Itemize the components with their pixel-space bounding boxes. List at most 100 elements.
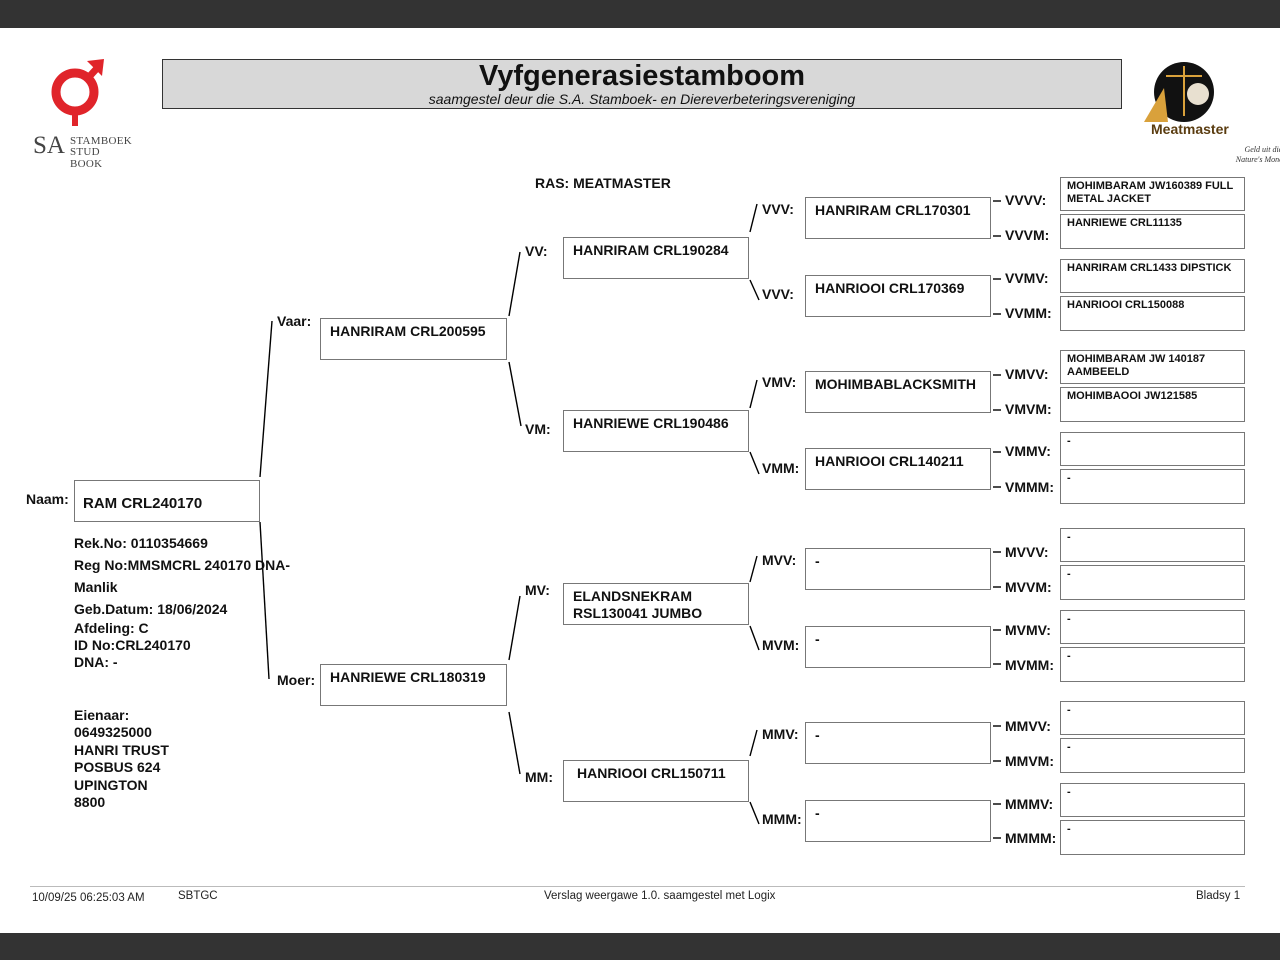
bottom-bar bbox=[0, 933, 1280, 960]
gen4-box: - bbox=[805, 626, 991, 668]
gen5-name: HANRIOOI CRL150088 bbox=[1067, 299, 1185, 311]
gen5-name: - bbox=[1067, 613, 1071, 625]
gen5-name: - bbox=[1067, 568, 1071, 580]
page-subtitle: saamgestel deur die S.A. Stamboek- en Di… bbox=[428, 91, 856, 107]
sire-box: HANRIRAM CRL200595 bbox=[320, 318, 507, 360]
dam-label: Moer: bbox=[277, 672, 316, 688]
gen5-name: - bbox=[1067, 704, 1071, 716]
gen5-label: VVVM: bbox=[1005, 227, 1050, 243]
footer-page: Bladsy 1 bbox=[1196, 890, 1241, 902]
gen5-name: HANRIEWE CRL11135 bbox=[1067, 217, 1182, 229]
gen5-label: MMMM: bbox=[1005, 830, 1057, 846]
gen3-box: HANRIEWE CRL190486 bbox=[563, 410, 749, 452]
gen3-name: ELANDSNEKRAM RSL130041 JUMBO bbox=[573, 588, 703, 621]
id-no: ID No:CRL240170 bbox=[74, 637, 191, 653]
footer-org: SBTGC bbox=[178, 890, 218, 902]
gen5-name: - bbox=[1067, 650, 1071, 662]
dam-box: HANRIEWE CRL180319 bbox=[320, 664, 507, 706]
gen5-box: - bbox=[1060, 738, 1245, 773]
gen5-box: - bbox=[1060, 783, 1245, 817]
gen5-box: - bbox=[1060, 469, 1245, 504]
gen4-box: - bbox=[805, 548, 991, 590]
gen4-name: HANRIOOI CRL170369 bbox=[815, 280, 965, 296]
gen5-box: - bbox=[1060, 820, 1245, 855]
reg-no: Reg No:MMSMCRL 240170 DNA- bbox=[74, 557, 290, 573]
gen5-box: MOHIMBARAM JW 140187 AAMBEELD bbox=[1060, 350, 1245, 384]
footer-timestamp: 10/09/25 06:25:03 AM bbox=[32, 892, 145, 904]
owner-name: HANRI TRUST bbox=[74, 741, 169, 758]
sa-studbook-text: STUD BOOK bbox=[70, 146, 103, 170]
gen5-label: VMVV: bbox=[1005, 366, 1049, 382]
meatmaster-logo: Meatmaster Geld uit die veld Nature's Mo… bbox=[1136, 58, 1280, 168]
page-title: Vyfgenerasiestamboom bbox=[478, 60, 806, 92]
meatmaster-tagline-af: Geld uit die veld bbox=[1244, 145, 1280, 154]
gen3-label: MV: bbox=[525, 582, 550, 598]
footer-divider bbox=[30, 886, 1245, 887]
owner-town: UPINGTON bbox=[74, 776, 148, 793]
sire-label: Vaar: bbox=[277, 313, 312, 329]
gen5-box: HANRIEWE CRL11135 bbox=[1060, 214, 1245, 249]
gen5-box: - bbox=[1060, 432, 1245, 466]
animal-name-label: Naam: bbox=[26, 491, 69, 507]
gen4-name: - bbox=[815, 727, 820, 743]
gen4-name: MOHIMBABLACKSMITH bbox=[815, 376, 976, 392]
breed-label: RAS: MEATMASTER bbox=[535, 175, 671, 191]
owner-code: 8800 bbox=[74, 794, 106, 811]
animal-details: Rek.No: 0110354669 Reg No:MMSMCRL 240170… bbox=[74, 532, 290, 671]
gen3-name: HANRIRAM CRL190284 bbox=[573, 242, 729, 258]
birth-date: Geb.Datum: 18/06/2024 bbox=[74, 601, 228, 617]
footer-version: Verslag weergawe 1.0. saamgestel met Log… bbox=[544, 890, 776, 902]
gen5-box: MOHIMBARAM JW160389 FULL METAL JACKET bbox=[1060, 177, 1245, 211]
gen5-label: MVMV: bbox=[1005, 622, 1051, 638]
gen5-box: - bbox=[1060, 528, 1245, 562]
gen5-label: VMMM: bbox=[1005, 479, 1054, 495]
gen5-label: VMVM: bbox=[1005, 401, 1052, 417]
dna: DNA: - bbox=[74, 654, 118, 670]
gen3-label: MM: bbox=[525, 769, 553, 785]
gen3-box: HANRIRAM CRL190284 bbox=[563, 237, 749, 279]
owner-phone: 0649325000 bbox=[74, 724, 152, 741]
gen3-name: HANRIEWE CRL190486 bbox=[573, 415, 729, 431]
gen4-name: HANRIRAM CRL170301 bbox=[815, 202, 971, 218]
gen5-name: - bbox=[1067, 823, 1071, 835]
gen5-label: VMMV: bbox=[1005, 443, 1051, 459]
gen4-box: MOHIMBABLACKSMITH bbox=[805, 371, 991, 413]
gen5-label: MMVM: bbox=[1005, 753, 1054, 769]
gen4-box: HANRIOOI CRL170369 bbox=[805, 275, 991, 317]
scales-icon bbox=[1144, 62, 1214, 122]
gen3-box: ELANDSNEKRAM RSL130041 JUMBO bbox=[563, 583, 749, 625]
sa-letters: SA bbox=[33, 132, 65, 159]
gen4-label: VMM: bbox=[762, 460, 800, 476]
gen4-label: VMV: bbox=[762, 374, 797, 390]
sa-studbook-logo: SA STAMBOEK STUD BOOK bbox=[30, 56, 135, 170]
gen5-box: - bbox=[1060, 647, 1245, 682]
gen5-box: HANRIRAM CRL1433 DIPSTICK bbox=[1060, 259, 1245, 293]
gen5-box: - bbox=[1060, 610, 1245, 644]
animal-name-box: RAM CRL240170 bbox=[74, 480, 260, 522]
rek-no: Rek.No: 0110354669 bbox=[74, 535, 208, 551]
gen5-box: - bbox=[1060, 701, 1245, 735]
gen5-name: MOHIMBAOOI JW121585 bbox=[1067, 390, 1198, 402]
gen4-name: - bbox=[815, 553, 820, 569]
gen4-box: HANRIRAM CRL170301 bbox=[805, 197, 991, 239]
top-bar bbox=[0, 0, 1280, 28]
gen3-label: VM: bbox=[525, 421, 551, 437]
gen5-box: MOHIMBAOOI JW121585 bbox=[1060, 387, 1245, 422]
dam-name: HANRIEWE CRL180319 bbox=[330, 669, 486, 685]
animal-name: RAM CRL240170 bbox=[83, 495, 203, 512]
gen4-label: MVV: bbox=[762, 552, 797, 568]
gen4-box: - bbox=[805, 722, 991, 764]
gen4-name: - bbox=[815, 805, 820, 821]
gen4-label: MVM: bbox=[762, 637, 800, 653]
gen3-box: HANRIOOI CRL150711 bbox=[563, 760, 749, 802]
gen5-box: HANRIOOI CRL150088 bbox=[1060, 296, 1245, 331]
sire-name: HANRIRAM CRL200595 bbox=[330, 323, 486, 339]
gen5-name: MOHIMBARAM JW160389 FULL METAL JACKET bbox=[1067, 180, 1234, 205]
owner-label: Eienaar: bbox=[74, 707, 130, 723]
owner-address: POSBUS 624 bbox=[74, 759, 161, 776]
gen3-name: HANRIOOI CRL150711 bbox=[577, 765, 726, 781]
meatmaster-tagline-en: Nature's Moneymaker bbox=[1235, 155, 1280, 164]
gen5-label: VVMM: bbox=[1005, 305, 1052, 321]
gen4-label: VVV: bbox=[762, 201, 794, 217]
